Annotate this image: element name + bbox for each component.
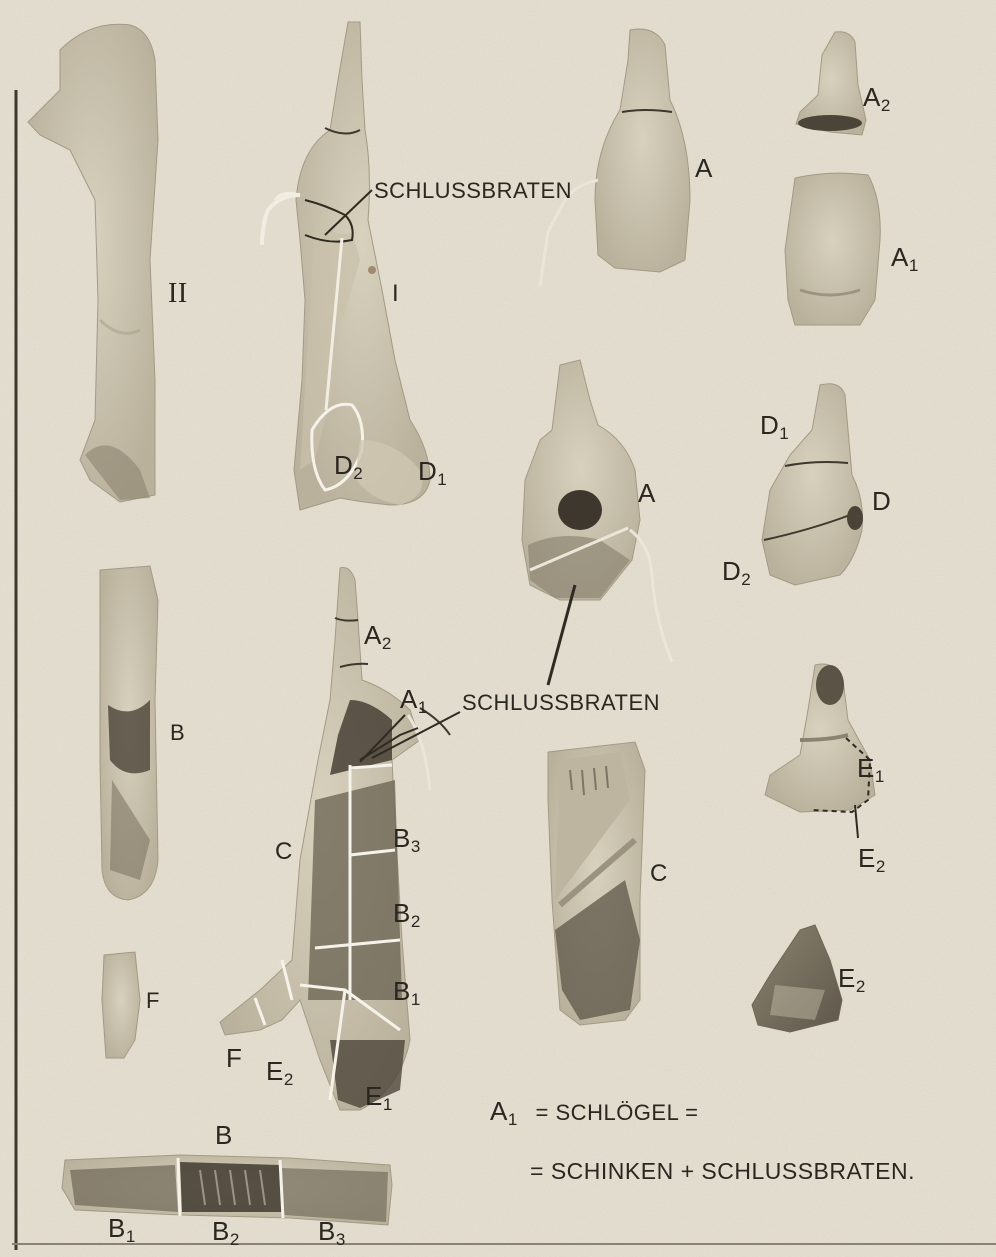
label-b2-bottom: B2 [212,1218,240,1248]
label-c-right: C [650,862,668,886]
label-c-center: C [275,840,293,864]
label-e2-center: E2 [266,1058,294,1088]
label-e1-center: E1 [365,1083,393,1113]
label-d: D [872,488,891,514]
label-a-mid: A [638,480,656,506]
label-d1-left: D1 [418,458,447,488]
label-schlussbraten-top: SCHLUSSBRATEN [374,180,572,202]
label-e2-lower: E2 [838,965,866,995]
piece-c-slab [548,742,645,1025]
legend-line-2: = SCHINKEN + SCHLUSSBRATEN. [530,1160,915,1183]
label-b3-bottom: B3 [318,1218,346,1248]
label-a1-right: A1 [891,244,919,274]
label-a-top: A [695,155,713,181]
label-b1: B1 [393,978,421,1008]
piece-f-left [102,952,140,1058]
label-d2-left: D2 [334,452,363,482]
legend-line-1: A1 = SCHLÖGEL = [490,1098,698,1128]
label-a1-center: A1 [400,686,428,716]
label-b-bottom: B [215,1122,233,1148]
label-f-left: F [146,990,160,1012]
piece-a1-block [785,173,880,325]
label-b3: B3 [393,825,421,855]
label-a2-top: A2 [863,84,891,114]
label-a2-center: A2 [364,622,392,652]
label-d1-right: D1 [760,412,789,442]
label-e1-right: E1 [857,755,885,785]
label-I: I [392,282,399,306]
label-f-center: F [226,1045,242,1071]
piece-b-left [100,566,158,900]
label-schlussbraten-mid: SCHLUSSBRATEN [462,692,660,714]
label-b1-bottom: B1 [108,1215,136,1245]
label-b-left: B [170,722,185,744]
label-b2: B2 [393,900,421,930]
label-d2-right: D2 [722,558,751,588]
label-II: II [168,280,188,308]
label-e2-right: E2 [858,845,886,875]
